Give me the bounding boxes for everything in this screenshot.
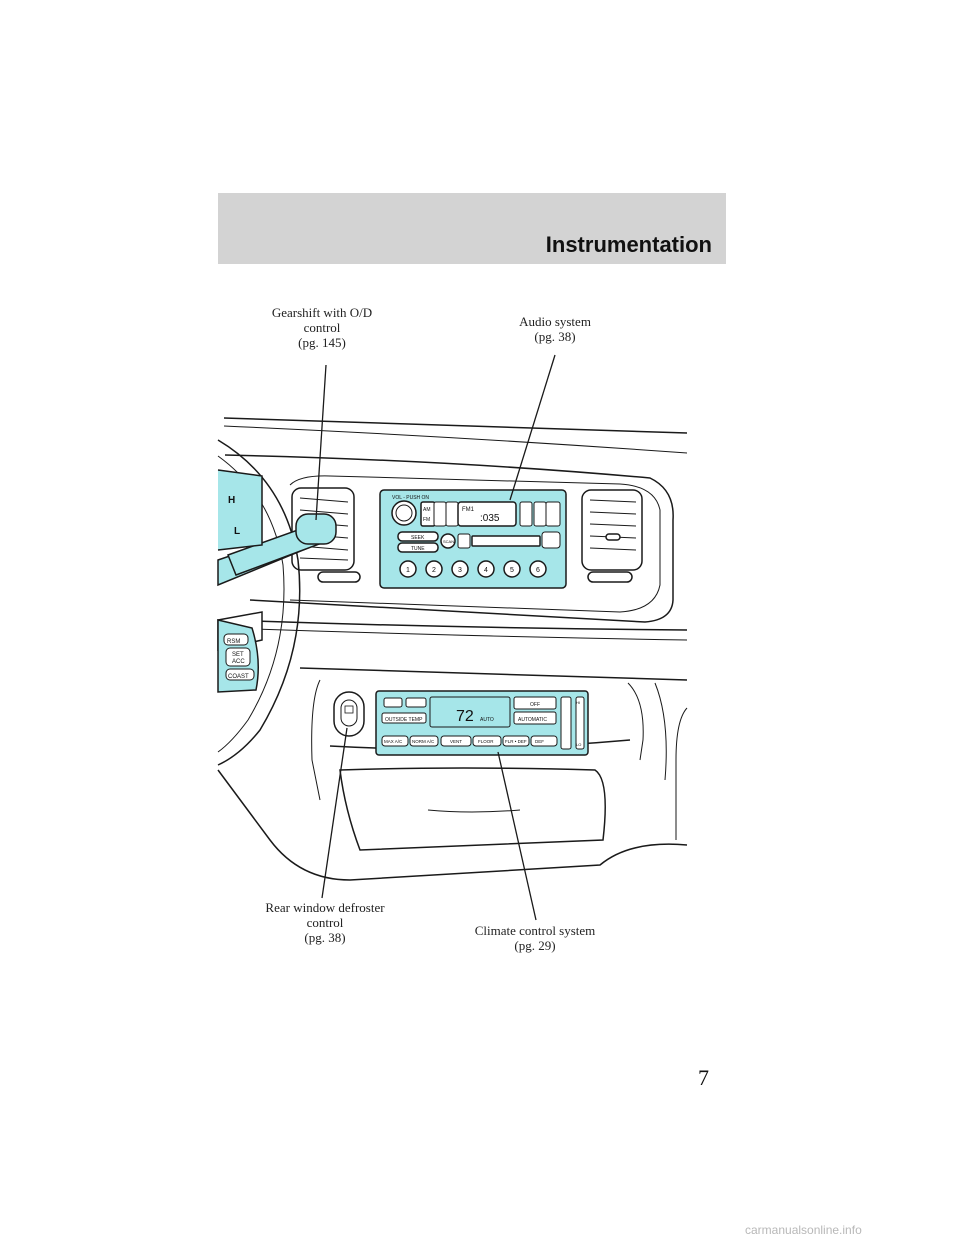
climate-max-ac: MAX A/C [384, 739, 403, 744]
gearshift-leader-line [315, 364, 327, 521]
gearshift-callout-line1: Gearshift with O/D [271, 305, 373, 320]
radio-preset-3: 3 [458, 567, 462, 574]
rear-defroster-callout-line1: Rear window defroster [265, 900, 385, 915]
upper-panel-outline [224, 454, 674, 623]
gearshift-callout: Gearshift with O/D control (pg. 145) [252, 305, 392, 350]
speed-control-coast: COAST [228, 674, 249, 680]
radio-preset-6: 6 [536, 567, 540, 574]
climate-callout-line2: (pg. 29) [514, 938, 556, 953]
climate-norm-ac: NORM A/C [412, 739, 435, 744]
radio-preset-4: 4 [484, 567, 488, 574]
climate-fan-lo: LO [576, 742, 581, 747]
dash-mid-edge-inner [224, 627, 688, 641]
climate-callout-line1: Climate control system [474, 923, 596, 938]
climate-defrost: DEF [535, 739, 544, 744]
radio-unit: VOL - PUSH ON AM FM FM1 :035 SEEK TUNE S… [379, 489, 567, 589]
climate-control-unit: OUTSIDE TEMP 72 AUTO OFF AUTOMATIC MAX A… [375, 690, 589, 756]
audio-leader-line [509, 354, 556, 501]
radio-scan-label: SCAN [443, 539, 454, 544]
speed-control-acc: ACC [232, 659, 245, 665]
radio-am-label: AM [423, 507, 431, 513]
section-header: Instrumentation [218, 193, 726, 264]
speed-control-pad: RSM SET ACC COAST [217, 619, 259, 693]
storage-bin-handle [427, 809, 521, 813]
radio-tune-label: TUNE [411, 546, 425, 552]
climate-outside-temp: OUTSIDE TEMP [385, 717, 423, 723]
cluster-low-label: L [234, 526, 240, 537]
radio-preset-1: 1 [406, 567, 410, 574]
climate-off-label: OFF [530, 702, 540, 708]
radio-seek-label: SEEK [411, 535, 425, 541]
dash-top-edge [223, 417, 688, 434]
svg-text::035: :035 [480, 513, 500, 524]
radio-display-band: FM1 [462, 507, 475, 513]
climate-automatic-label: AUTOMATIC [518, 717, 547, 723]
audio-callout-line1: Audio system [519, 314, 591, 329]
rear-defroster-callout: Rear window defroster control (pg. 38) [245, 900, 405, 945]
climate-leader-line [497, 751, 537, 921]
speed-control-rsm: RSM [227, 639, 240, 645]
radio-preset-5: 5 [510, 567, 514, 574]
console-far-right-edge [675, 707, 688, 840]
rear-defroster-leader-line [321, 727, 348, 899]
gearshift-callout-line3: (pg. 145) [298, 335, 346, 350]
climate-fan-hi: HI [576, 700, 580, 705]
cluster-hot-label: H [228, 495, 235, 506]
console-right-edge [627, 682, 644, 761]
radio-fm-label: FM [423, 517, 430, 523]
climate-temperature: 72 [456, 708, 474, 725]
console-storage-bin [339, 767, 606, 851]
console-lower-edge [217, 769, 688, 881]
page-number: 7 [698, 1065, 709, 1090]
radio-vol-label: VOL - PUSH ON [392, 495, 429, 501]
section-title: Instrumentation [545, 232, 712, 257]
speed-control-set: SET [232, 652, 244, 658]
climate-vent: VENT [450, 739, 462, 744]
radio-preset-2: 2 [432, 567, 436, 574]
climate-auto-indicator: AUTO [480, 717, 494, 723]
gearshift-callout-line2: control [303, 320, 341, 335]
dash-top-edge-inner [223, 425, 688, 454]
upper-panel-inner [289, 475, 661, 613]
climate-floor: FLOOR [478, 739, 494, 744]
console-top-edge [299, 667, 688, 681]
audio-callout-line2: (pg. 38) [534, 329, 576, 344]
right-vent [581, 489, 643, 583]
console-left-edge [311, 679, 321, 801]
climate-floor-defrost: FLR • DEF [505, 739, 527, 744]
audio-callout: Audio system (pg. 38) [495, 314, 615, 344]
console-right-edge-outer [654, 682, 667, 781]
climate-callout: Climate control system (pg. 29) [455, 923, 615, 953]
dash-mid-edge [224, 619, 688, 631]
rear-defroster-callout-line3: (pg. 38) [304, 930, 346, 945]
rear-defroster-control [333, 691, 365, 737]
rear-defroster-callout-line2: control [306, 915, 344, 930]
watermark: carmanualsonline.info [745, 1223, 862, 1237]
instrument-cluster: H L [217, 469, 263, 551]
